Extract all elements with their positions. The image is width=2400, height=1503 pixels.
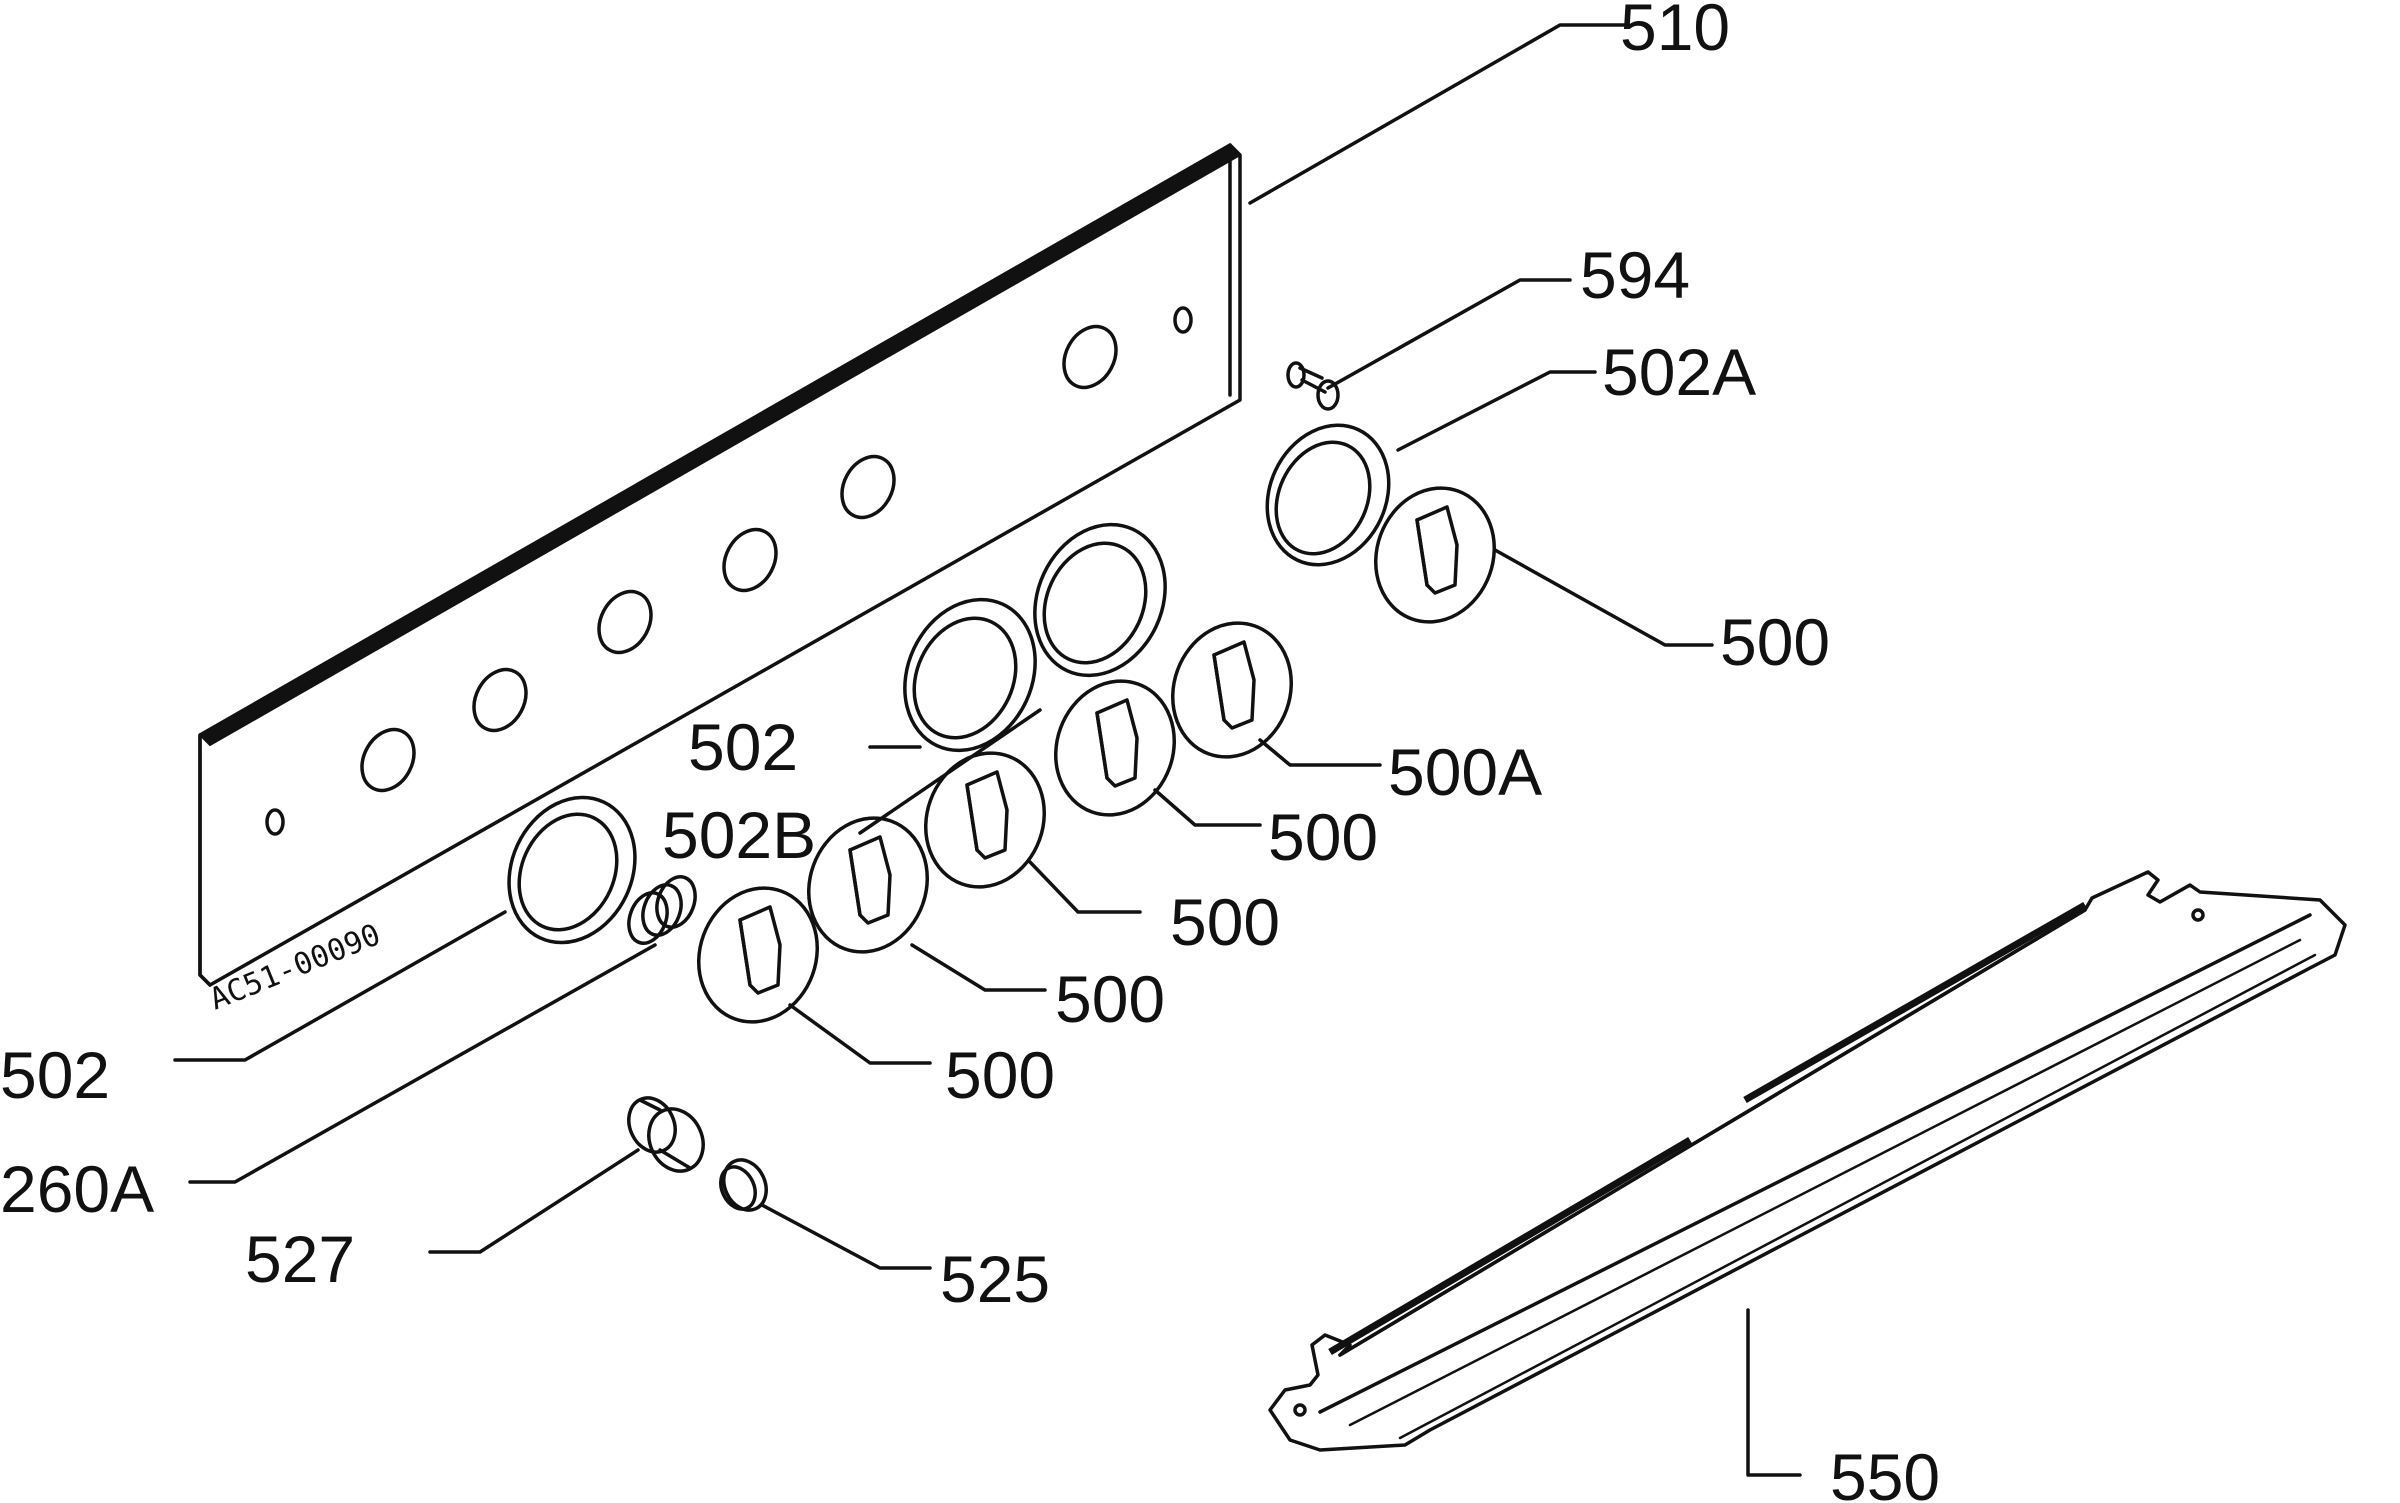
push-button-527 <box>627 1096 705 1173</box>
screw-594 <box>1286 361 1340 411</box>
label-500a: 500A <box>1388 735 1542 809</box>
label-527: 527 <box>245 1222 355 1296</box>
bezel-ring-502a <box>1265 423 1391 567</box>
knob-500-3 <box>923 751 1047 889</box>
knob-500-2 <box>806 816 930 954</box>
leader-lines <box>173 23 1802 1477</box>
label-500-4: 500 <box>945 1038 1055 1112</box>
panel-holes <box>265 306 1193 836</box>
knob-500-1 <box>696 886 820 1024</box>
label-500-1: 500 <box>1268 800 1378 874</box>
label-502a: 502A <box>1602 335 1756 409</box>
bezel-ring-502-mid <box>903 597 1037 753</box>
bezel-ring-502-left <box>507 795 637 945</box>
label-502-left: 502 <box>0 1038 110 1112</box>
label-500-2: 500 <box>1170 885 1280 959</box>
label-594: 594 <box>1580 238 1690 312</box>
callout-labels: 510 594 502A 500 500A 502 502B 500 500 5… <box>0 0 1940 1503</box>
label-525: 525 <box>940 1242 1050 1316</box>
label-502-mid: 502 <box>688 710 798 784</box>
trim-strip-550 <box>1268 870 2347 1452</box>
control-knobs <box>696 486 1497 1024</box>
control-panel-510: AC51-00090 <box>198 143 1242 1017</box>
knob-500-4 <box>1053 679 1177 817</box>
spring-260a <box>627 875 697 945</box>
label-500-3: 500 <box>1055 962 1165 1036</box>
label-510: 510 <box>1620 0 1730 64</box>
label-500-right: 500 <box>1720 605 1830 679</box>
knob-500a <box>1170 621 1294 759</box>
label-260a: 260A <box>0 1152 154 1226</box>
cap-525 <box>719 1158 768 1212</box>
label-550: 550 <box>1830 1440 1940 1503</box>
knob-500-right <box>1373 486 1497 624</box>
bezel-ring-502b <box>1033 522 1167 678</box>
label-502b: 502B <box>662 798 816 872</box>
